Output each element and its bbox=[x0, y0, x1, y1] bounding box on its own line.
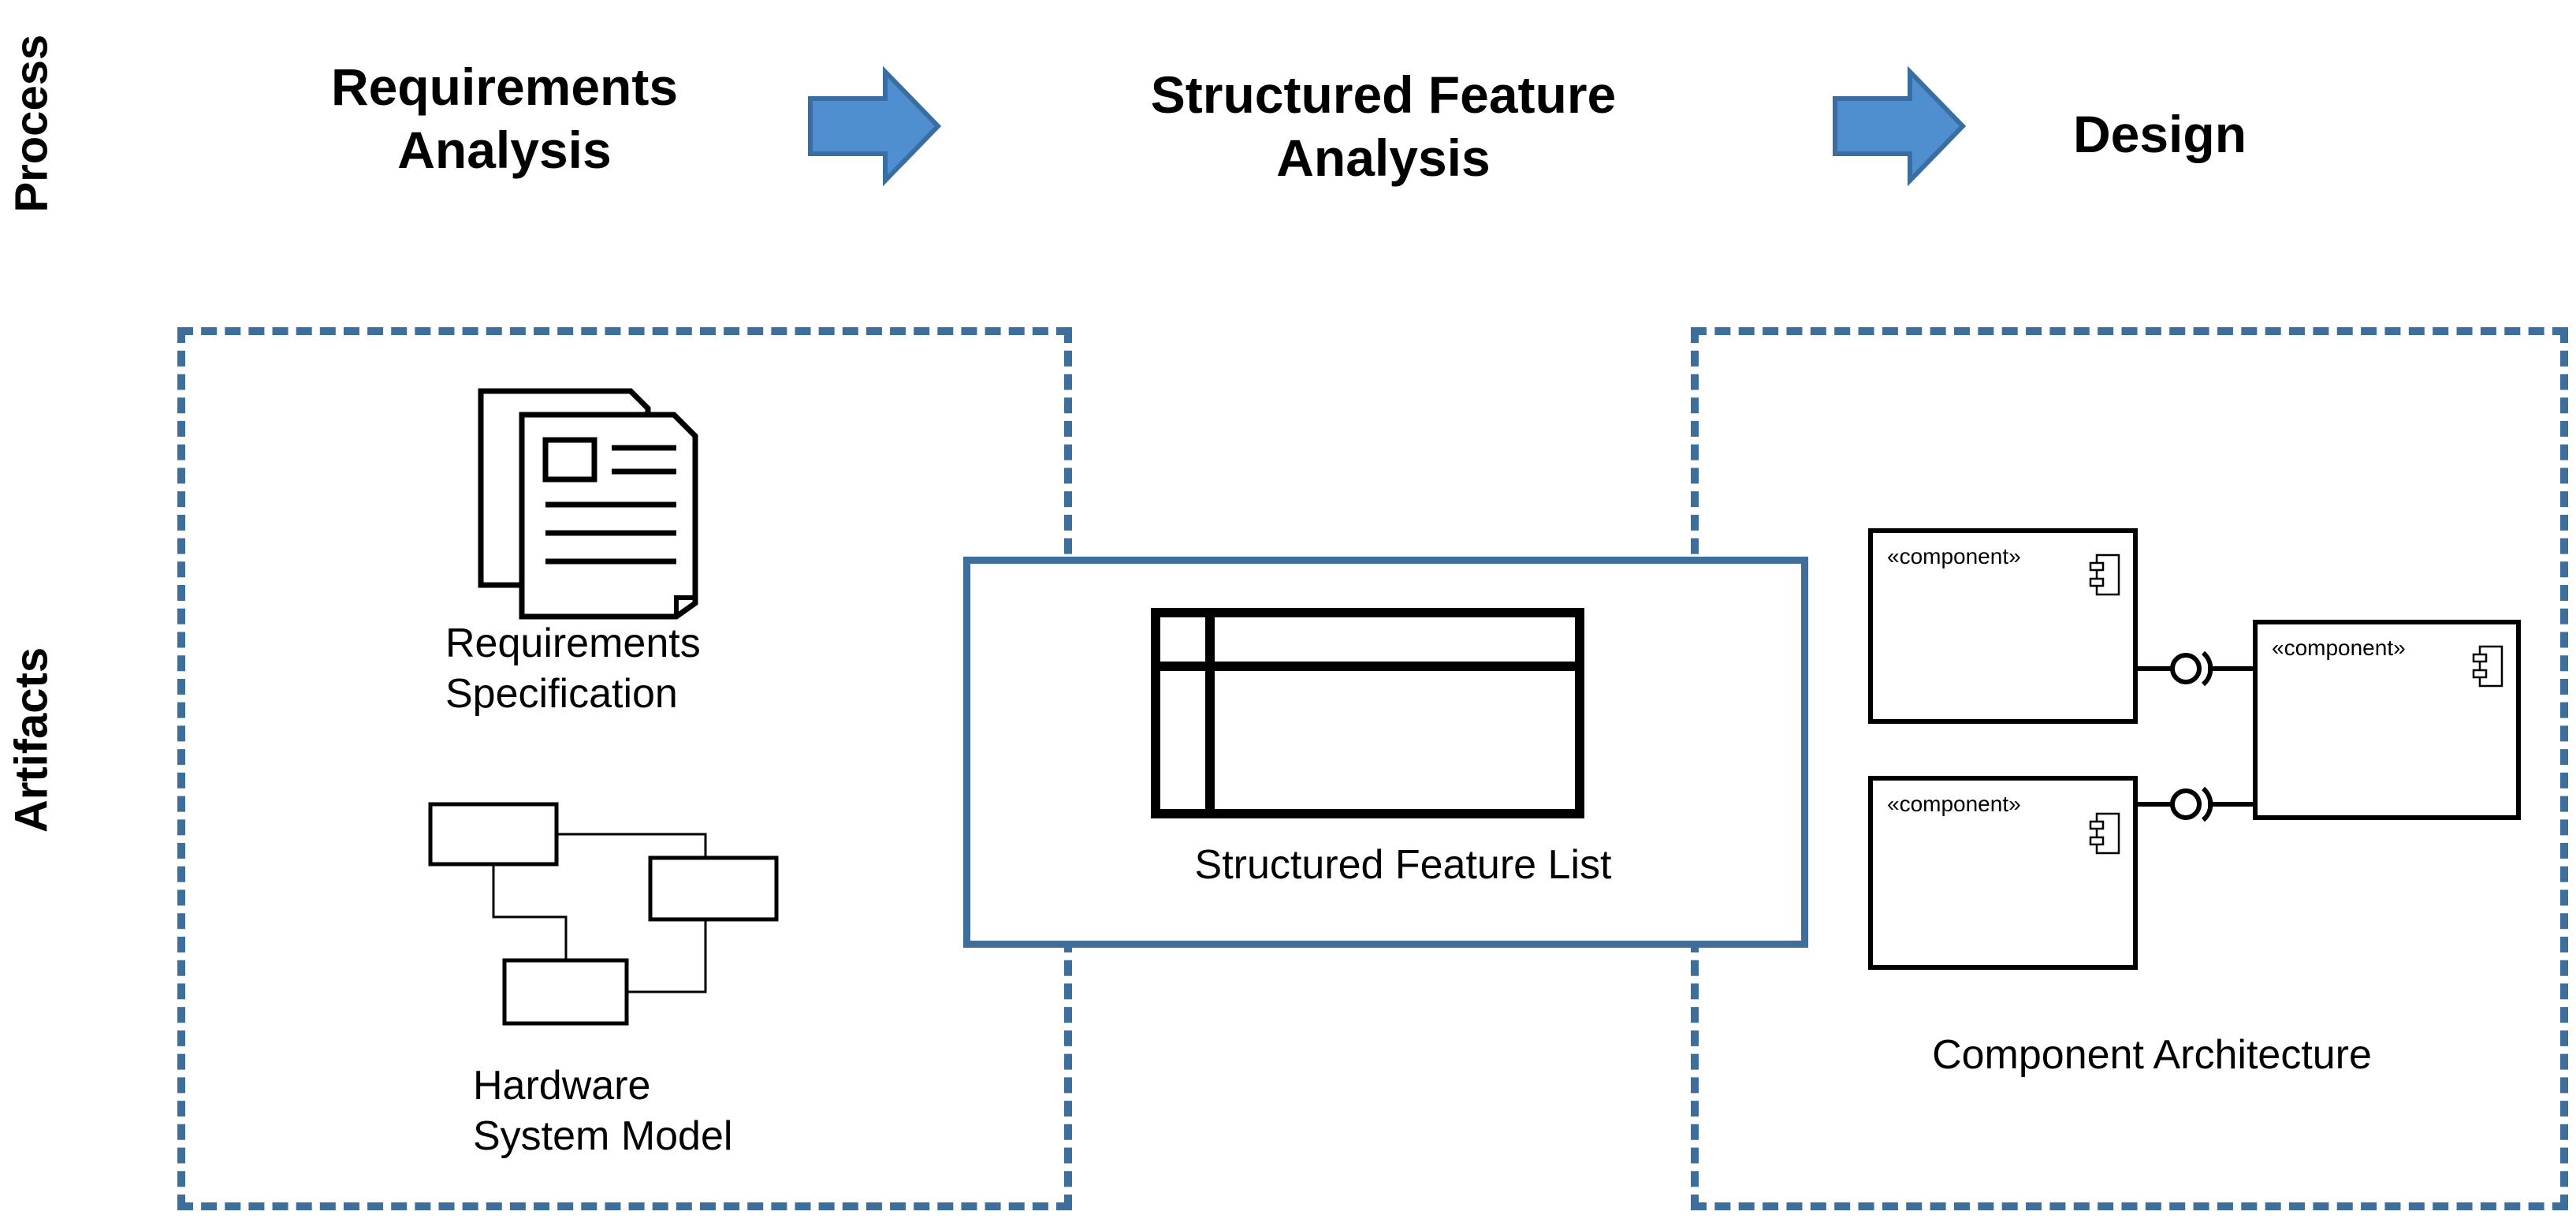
artifacts-row-label: Artifacts bbox=[6, 647, 58, 833]
table-icon bbox=[1151, 608, 1584, 818]
component-stereotype-label: «component» bbox=[2272, 636, 2406, 660]
component-stereotype-label: «component» bbox=[1887, 792, 2021, 816]
component-stereotype-label: «component» bbox=[1887, 544, 2021, 568]
component-box-bottom-left: «component» bbox=[1868, 776, 2138, 970]
component-box-right: «component» bbox=[2253, 620, 2521, 820]
component-icon bbox=[2472, 645, 2503, 688]
process-arrow-2 bbox=[1833, 65, 1967, 187]
process-arrow-1 bbox=[808, 65, 942, 187]
process-row-label: Process bbox=[6, 34, 58, 213]
stage-requirements-analysis: Requirements Analysis bbox=[330, 58, 679, 179]
stage-structured-feature-analysis: Structured Feature Analysis bbox=[1150, 65, 1617, 187]
stage-design: Design bbox=[2072, 105, 2247, 163]
interface-connectors bbox=[2138, 650, 2258, 822]
requirements-specification-label: Requirements Specification bbox=[445, 621, 701, 717]
component-icon bbox=[2089, 812, 2120, 855]
hardware-system-model-label: Hardware System Model bbox=[473, 1063, 733, 1159]
hardware-model-icon bbox=[428, 802, 779, 1026]
component-architecture-label: Component Architecture bbox=[1932, 1032, 2372, 1078]
component-icon bbox=[2089, 554, 2120, 596]
component-box-top-left: «component» bbox=[1868, 528, 2138, 724]
structured-feature-list-label: Structured Feature List bbox=[1194, 842, 1612, 888]
document-icon bbox=[478, 388, 698, 620]
